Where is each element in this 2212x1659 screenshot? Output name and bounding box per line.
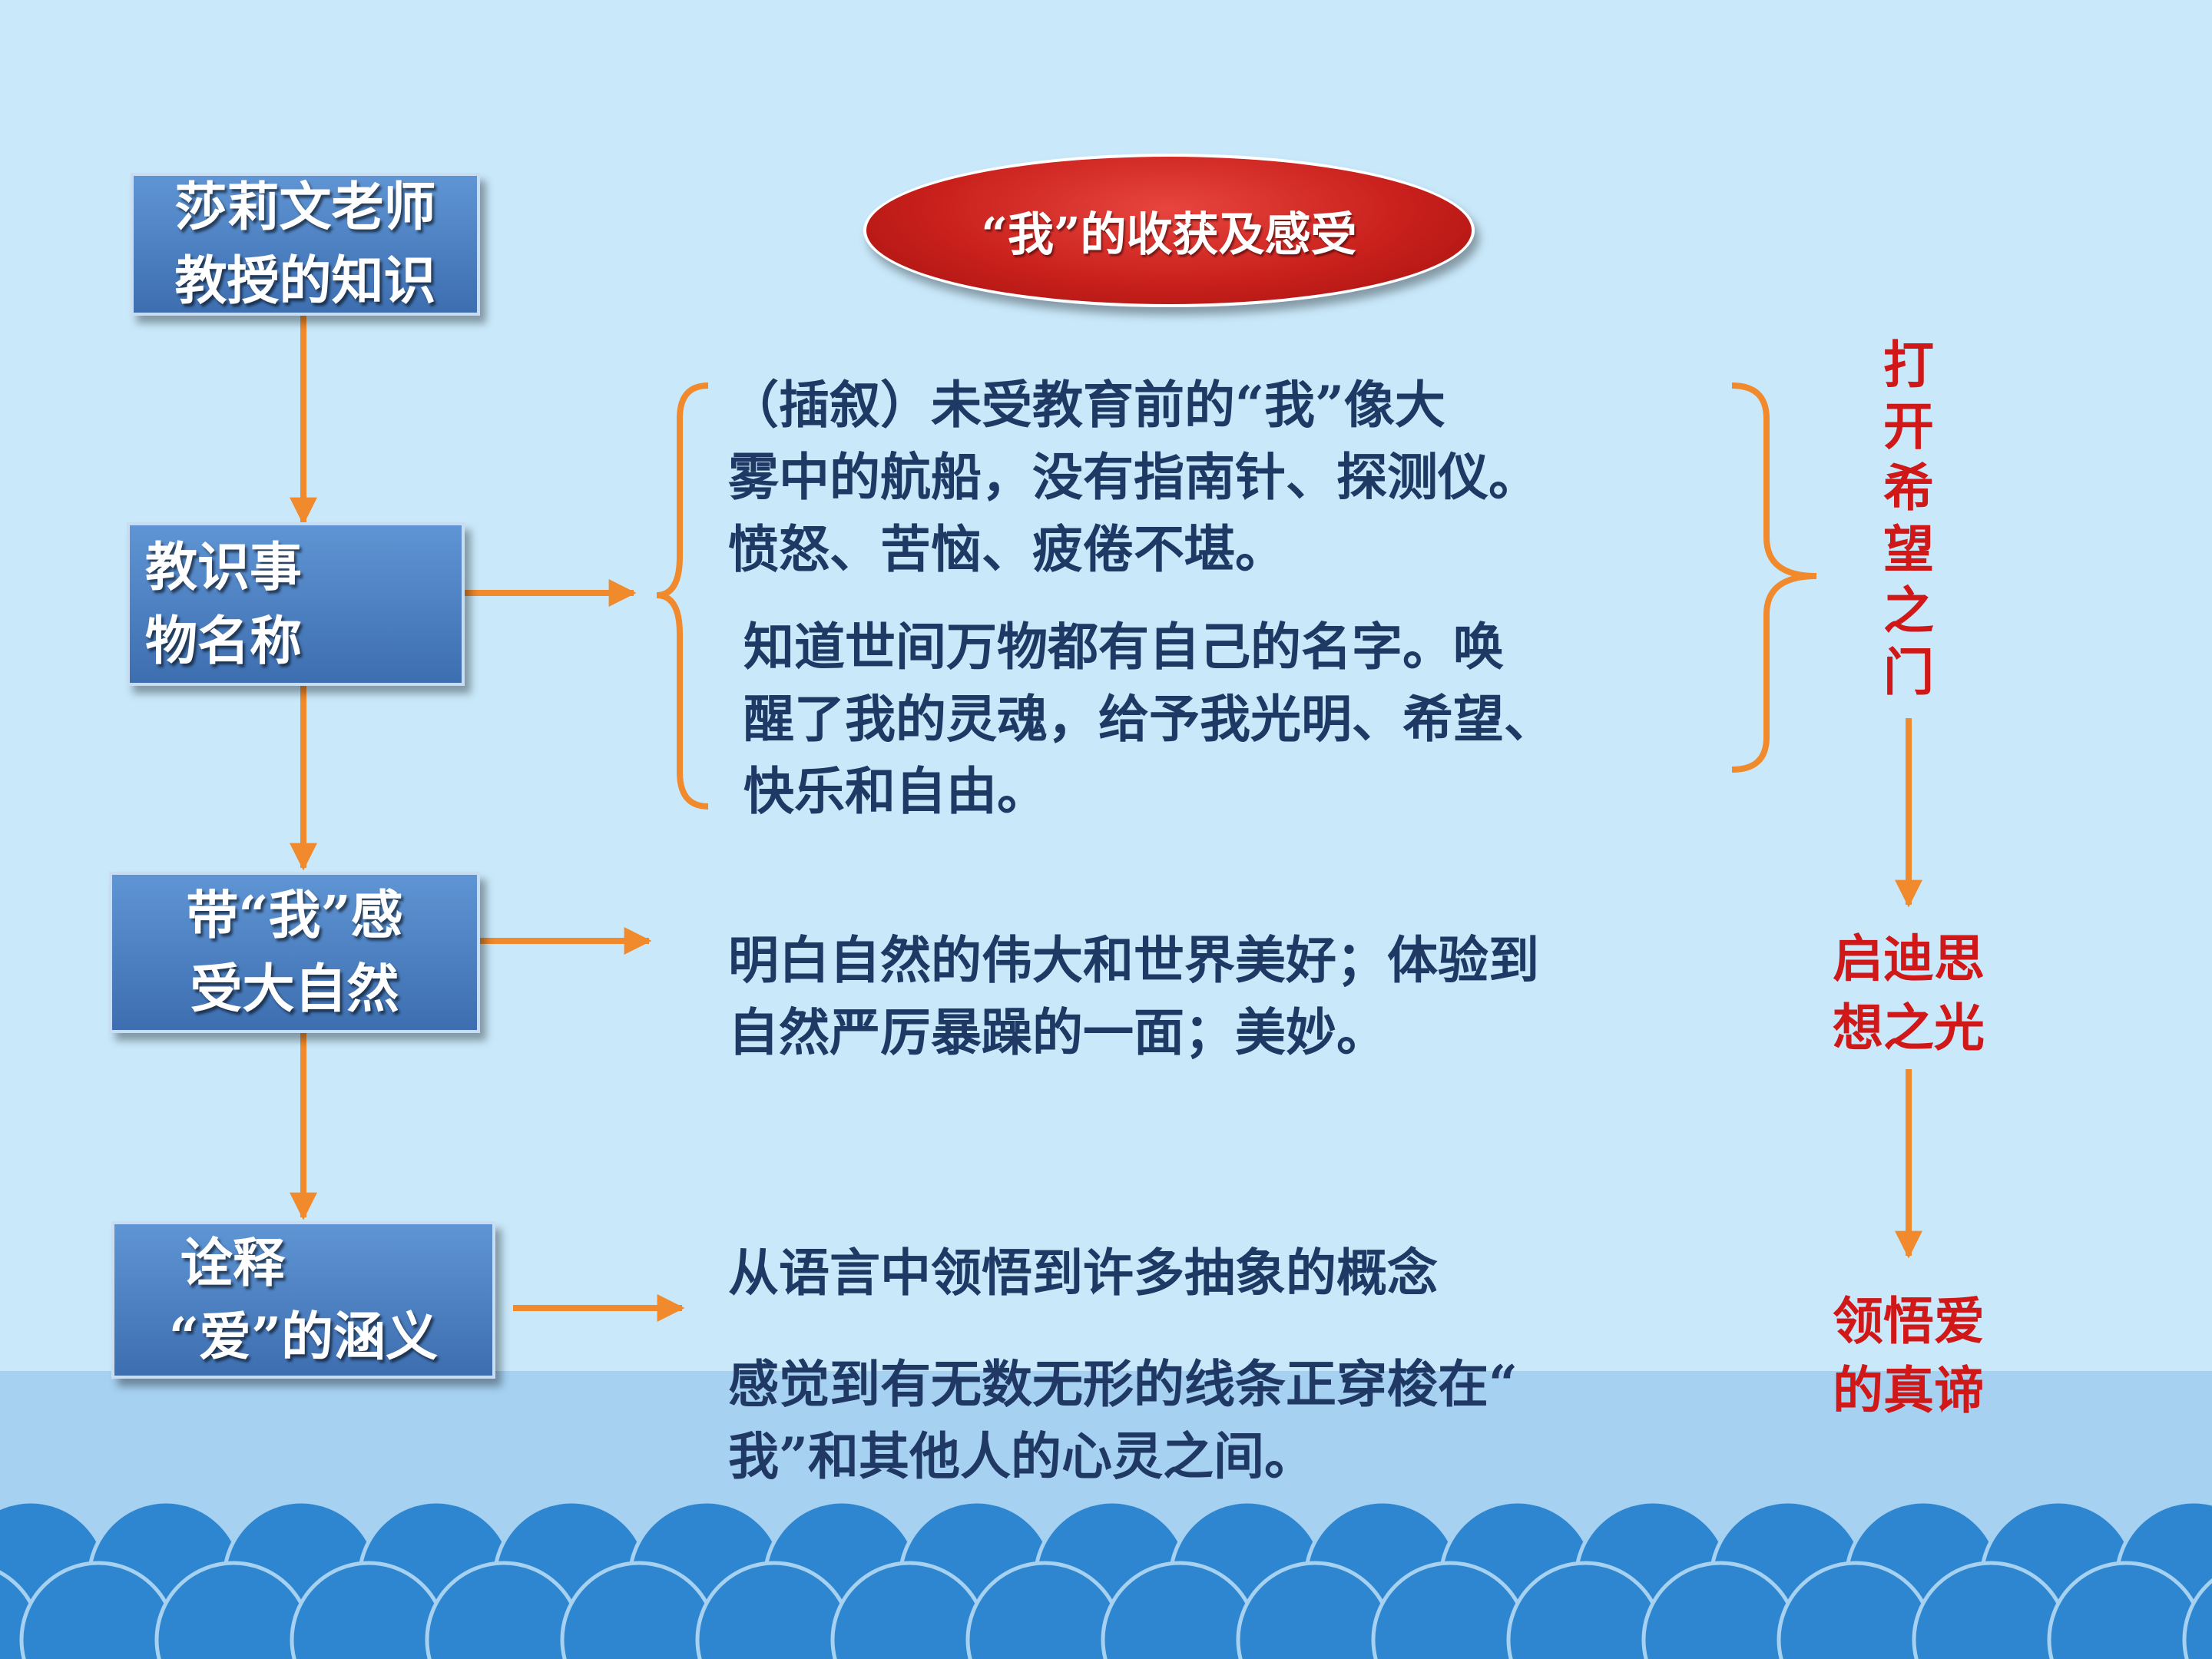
detail-line: 从语言中领悟到许多抽象的概念 (728, 1243, 1438, 1303)
meaning-open-door-of-hope: 打 开 希 望 之 门 (1874, 334, 1943, 703)
meaning-char: 开 (1883, 396, 1934, 456)
wave-scallop (2182, 1578, 2212, 1659)
step-box-love: 诠释 “爱”的涵义 (111, 1221, 495, 1379)
meaning-essence-of-love: 领悟爱 的真谛 (1797, 1286, 2020, 1425)
detail-before-education: （插叙）未受教育前的“我”像大 雾中的航船，没有指南针、探测仪。 愤怒、苦恼、疲… (728, 369, 1539, 585)
meaning-char: 门 (1883, 642, 1934, 702)
detail-line: 感觉到有无数无形的线条正穿梭在“ (728, 1354, 1518, 1414)
meaning-char: 之 (1883, 581, 1934, 641)
meaning-char: 望 (1883, 519, 1934, 579)
meaning-char: 打 (1883, 335, 1934, 395)
title-pill: “我”的收获及感受 (863, 154, 1475, 307)
meaning-line: 启迪思 (1833, 929, 1985, 988)
detail-line: 我”和其他人的心灵之间。 (728, 1426, 1315, 1486)
step-line: “爱”的涵义 (168, 1306, 439, 1368)
right-brace (1731, 382, 1817, 773)
page-title: “我”的收获及感受 (981, 207, 1357, 262)
step-box-teacher-knowledge: 莎莉文老师 教授的知识 (131, 173, 480, 316)
detail-line: 知道世间万物都有自己的名字。唤 (743, 617, 1504, 677)
detail-line: 明白自然的伟大和世界美好；体验到 (728, 930, 1539, 990)
step-line: 受大自然 (190, 959, 399, 1020)
detail-line: 雾中的航船，没有指南针、探测仪。 (728, 447, 1539, 507)
detail-line: （插叙）未受教育前的“我”像大 (728, 375, 1445, 435)
detail-love-concepts: 从语言中领悟到许多抽象的概念 (728, 1237, 1438, 1309)
meaning-line: 想之光 (1833, 998, 1985, 1058)
left-brace (656, 382, 709, 810)
step-line: 莎莉文老师 (174, 177, 436, 238)
step-line: 教识事 (145, 536, 303, 598)
step-box-nature: 带“我”感 受大自然 (109, 872, 480, 1033)
detail-line: 自然严厉暴躁的一面；美妙。 (728, 1002, 1387, 1062)
step-line: 教授的知识 (174, 250, 436, 312)
detail-line: 醒了我的灵魂，给予我光明、希望、 (743, 689, 1555, 749)
meaning-line: 领悟爱 (1833, 1291, 1985, 1351)
step-line: 物名称 (145, 610, 303, 672)
step-line: 带“我”感 (186, 885, 403, 946)
meaning-char: 希 (1883, 458, 1934, 518)
meaning-light-of-thought: 启迪思 想之光 (1797, 924, 2020, 1062)
detail-line: 快乐和自由。 (743, 761, 1048, 821)
detail-line: 愤怒、苦恼、疲倦不堪。 (728, 519, 1286, 579)
detail-learning-names: 知道世间万物都有自己的名字。唤 醒了我的灵魂，给予我光明、希望、 快乐和自由。 (743, 611, 1555, 827)
meaning-line: 的真谛 (1833, 1360, 1985, 1420)
step-box-naming: 教识事 物名称 (127, 522, 465, 686)
detail-nature: 明白自然的伟大和世界美好；体验到 自然严厉暴躁的一面；美妙。 (728, 924, 1539, 1068)
step-line: 诠释 (180, 1232, 286, 1294)
detail-love-connections: 感觉到有无数无形的线条正穿梭在“ 我”和其他人的心灵之间。 (728, 1348, 1518, 1492)
